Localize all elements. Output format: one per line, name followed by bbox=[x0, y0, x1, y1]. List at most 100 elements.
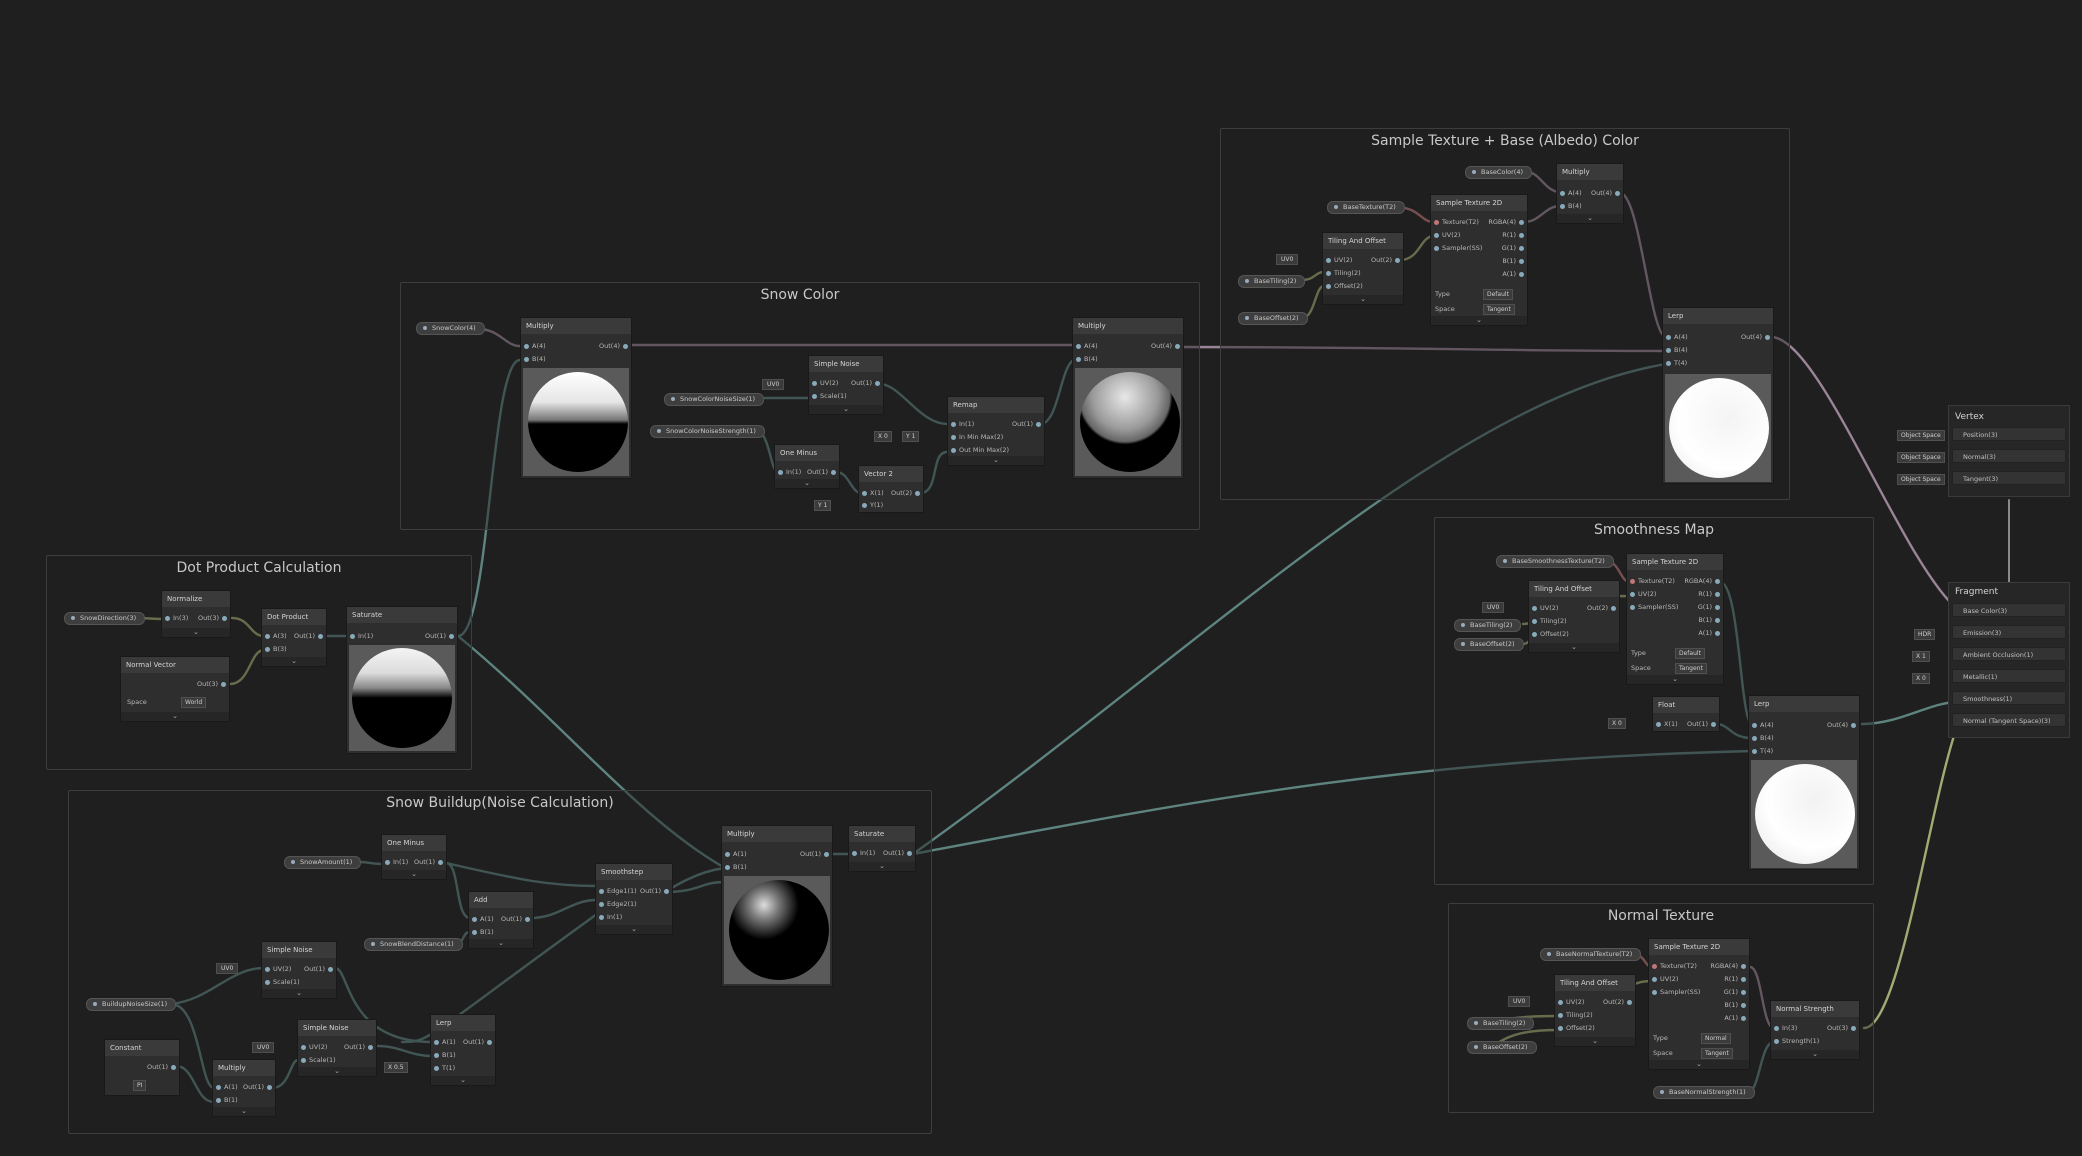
port-y[interactable]: Y(1) bbox=[859, 500, 883, 510]
emission-field[interactable]: HDR bbox=[1914, 629, 1935, 640]
port-scale[interactable]: Scale(1) bbox=[262, 977, 300, 987]
fragment-ao-block[interactable]: Ambient Occlusion(1) bbox=[1952, 647, 2066, 661]
remap-in-min-field[interactable]: X 0 bbox=[874, 431, 892, 442]
port-out[interactable]: Out(1) bbox=[807, 467, 839, 477]
port-scale[interactable]: Scale(1) bbox=[809, 391, 847, 401]
collapse-toggle[interactable]: ⌄ bbox=[775, 479, 839, 488]
collapse-toggle[interactable]: ⌄ bbox=[431, 1076, 495, 1085]
port-b[interactable]: B(1) bbox=[1698, 615, 1723, 625]
port-scale[interactable]: Scale(1) bbox=[298, 1055, 336, 1065]
port-in[interactable]: In(3) bbox=[162, 613, 188, 623]
node-normal-vector[interactable]: Normal Vector Out(3) Space World ⌄ bbox=[120, 656, 230, 722]
node-multiply-snow[interactable]: Multiply A(4) B(4) Out(4) bbox=[520, 317, 632, 479]
port-a[interactable]: A(1) bbox=[1698, 628, 1723, 638]
vertex-tangent-block[interactable]: Tangent(3) bbox=[1952, 471, 2066, 485]
port-g[interactable]: G(1) bbox=[1698, 602, 1723, 612]
port-t[interactable]: T(4) bbox=[1663, 358, 1687, 368]
port-a[interactable]: A(4) bbox=[1749, 720, 1774, 730]
property-snow-direction[interactable]: SnowDirection(3) bbox=[64, 612, 145, 625]
port-g[interactable]: G(1) bbox=[1502, 243, 1527, 253]
port-b[interactable]: B(1) bbox=[431, 1050, 456, 1060]
property-base-color[interactable]: BaseColor(4) bbox=[1465, 166, 1532, 179]
port-r[interactable]: R(1) bbox=[1724, 974, 1749, 984]
property-base-offset[interactable]: BaseOffset(2) bbox=[1238, 312, 1308, 325]
collapse-toggle[interactable]: ⌄ bbox=[948, 456, 1044, 465]
property-buildup-noise[interactable]: BuildupNoiseSize(1) bbox=[86, 998, 176, 1011]
port-a[interactable]: A(1) bbox=[469, 914, 494, 924]
port-a[interactable]: A(1) bbox=[213, 1082, 238, 1092]
port-out[interactable]: Out(2) bbox=[1603, 997, 1635, 1007]
port-out[interactable]: Out(1) bbox=[800, 849, 832, 859]
port-uv[interactable]: UV(2) bbox=[262, 964, 291, 974]
port-t[interactable]: T(1) bbox=[431, 1063, 455, 1073]
port-tiling[interactable]: Tiling(2) bbox=[1323, 268, 1361, 278]
property-base-smoothness-texture[interactable]: BaseSmoothnessTexture(T2) bbox=[1496, 555, 1614, 568]
float-x-field[interactable]: X 0 bbox=[1608, 718, 1626, 729]
port-r[interactable]: R(1) bbox=[1698, 589, 1723, 599]
port-b[interactable]: B(1) bbox=[1724, 1000, 1749, 1010]
port-texture[interactable]: Texture(T2) bbox=[1649, 961, 1697, 971]
port-out[interactable]: Out(4) bbox=[1741, 332, 1773, 342]
port-b[interactable]: B(1) bbox=[722, 862, 747, 872]
node-lerp-albedo[interactable]: Lerp A(4) B(4) T(4) Out(4) bbox=[1662, 307, 1774, 484]
port-out-min-max[interactable]: Out Min Max(2) bbox=[948, 445, 1009, 455]
collapse-toggle[interactable]: ⌄ bbox=[1529, 643, 1619, 652]
port-out[interactable]: Out(1) bbox=[1687, 719, 1719, 729]
port-edge1[interactable]: Edge1(1) bbox=[596, 886, 637, 896]
position-space-field[interactable]: Object Space bbox=[1897, 430, 1945, 441]
fragment-metallic-block[interactable]: Metallic(1) bbox=[1952, 669, 2066, 683]
collapse-toggle[interactable]: ⌄ bbox=[262, 657, 326, 666]
collapse-toggle[interactable]: ⌄ bbox=[1557, 214, 1623, 223]
port-a[interactable]: A(1) bbox=[722, 849, 747, 859]
port-strength[interactable]: Strength(1) bbox=[1771, 1036, 1819, 1046]
uv-channel-field[interactable]: UV0 bbox=[762, 379, 784, 390]
node-simple-noise-buildup-1[interactable]: Simple Noise UV(2) Scale(1) Out(1) ⌄ bbox=[261, 941, 337, 999]
port-uv[interactable]: UV(2) bbox=[1649, 974, 1678, 984]
port-out[interactable]: Out(1) bbox=[294, 631, 326, 641]
port-in[interactable]: In(1) bbox=[382, 857, 408, 867]
port-out[interactable]: Out(1) bbox=[1012, 419, 1044, 429]
collapse-toggle[interactable]: ⌄ bbox=[298, 1067, 376, 1076]
property-base-offset-3[interactable]: BaseOffset(2) bbox=[1467, 1041, 1537, 1054]
remap-in-max-field[interactable]: Y 1 bbox=[902, 431, 919, 442]
port-out[interactable]: Out(1) bbox=[851, 378, 883, 388]
port-rgba[interactable]: RGBA(4) bbox=[1488, 217, 1527, 227]
node-normal-strength[interactable]: Normal Strength In(3) Strength(1) Out(3)… bbox=[1770, 1000, 1860, 1060]
collapse-toggle[interactable]: ⌄ bbox=[382, 870, 446, 879]
fragment-normal-block[interactable]: Normal (Tangent Space)(3) bbox=[1952, 713, 2066, 727]
type-dropdown[interactable]: Normal bbox=[1701, 1033, 1731, 1044]
port-out[interactable]: Out(4) bbox=[1151, 341, 1183, 351]
port-a[interactable]: A(1) bbox=[431, 1037, 456, 1047]
port-a[interactable]: A(4) bbox=[1663, 332, 1688, 342]
port-out[interactable]: Out(2) bbox=[1587, 603, 1619, 613]
port-offset[interactable]: Offset(2) bbox=[1323, 281, 1363, 291]
port-g[interactable]: G(1) bbox=[1724, 987, 1749, 997]
port-in[interactable]: In(1) bbox=[948, 419, 974, 429]
port-out[interactable]: Out(1) bbox=[304, 964, 336, 974]
node-multiply-mask[interactable]: Multiply A(1) B(1) Out(1) bbox=[721, 825, 833, 987]
property-base-normal-texture[interactable]: BaseNormalTexture(T2) bbox=[1540, 948, 1641, 961]
port-out[interactable]: Out(2) bbox=[891, 488, 923, 498]
type-dropdown[interactable]: Default bbox=[1675, 648, 1705, 659]
port-sampler[interactable]: Sampler(SS) bbox=[1649, 987, 1700, 997]
port-a[interactable]: A(4) bbox=[1073, 341, 1098, 351]
space-dropdown[interactable]: World bbox=[181, 697, 206, 708]
node-simple-noise-buildup-2[interactable]: Simple Noise UV(2) Scale(1) Out(1) ⌄ bbox=[297, 1019, 377, 1077]
node-one-minus-buildup[interactable]: One Minus In(1) Out(1) ⌄ bbox=[381, 834, 447, 880]
port-x[interactable]: X(1) bbox=[1653, 719, 1678, 729]
port-a[interactable]: A(4) bbox=[521, 341, 546, 351]
space-dropdown[interactable]: Tangent bbox=[1675, 663, 1707, 674]
node-lerp-buildup[interactable]: Lerp A(1) B(1) T(1) Out(1) ⌄ bbox=[430, 1014, 496, 1086]
lerp-t-field[interactable]: X 0.5 bbox=[384, 1062, 408, 1073]
port-b[interactable]: B(4) bbox=[1749, 733, 1774, 743]
type-dropdown[interactable]: Default bbox=[1483, 289, 1513, 300]
vertex-context[interactable]: Vertex Position(3) Normal(3) Tangent(3) bbox=[1948, 405, 2070, 497]
collapse-toggle[interactable]: ⌄ bbox=[1627, 675, 1723, 684]
port-in[interactable]: In(1) bbox=[596, 912, 622, 922]
port-out[interactable]: Out(1) bbox=[344, 1042, 376, 1052]
port-uv[interactable]: UV(2) bbox=[1555, 997, 1584, 1007]
port-out[interactable]: Out(4) bbox=[1827, 720, 1859, 730]
collapse-toggle[interactable]: ⌄ bbox=[121, 712, 229, 721]
node-normalize[interactable]: Normalize In(3) Out(3) ⌄ bbox=[161, 590, 231, 638]
node-remap[interactable]: Remap In(1) In Min Max(2) Out Min Max(2)… bbox=[947, 396, 1045, 466]
